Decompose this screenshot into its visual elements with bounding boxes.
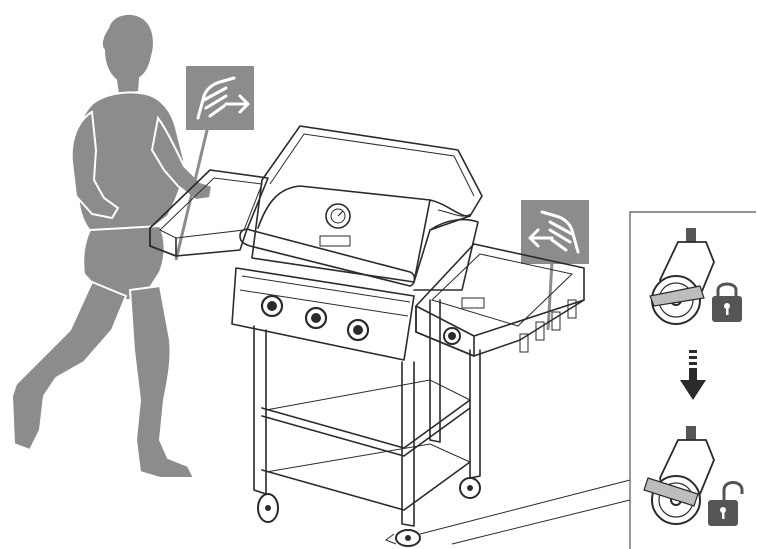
control-panel: [232, 268, 414, 360]
caster-wheel: [386, 530, 420, 546]
caster-wheel: [258, 494, 278, 522]
lock-open-icon: [708, 483, 742, 527]
caster-detail-panel: [630, 212, 756, 549]
side-burner-knob: [444, 328, 460, 344]
nameplate: [320, 236, 350, 246]
caster-wheel: [460, 478, 480, 498]
side-burner-grate: [462, 298, 484, 308]
burner-knob: [348, 320, 368, 340]
person-figure: [12, 14, 212, 478]
gas-grill: [150, 126, 584, 546]
burner-knob: [306, 308, 326, 328]
zoom-callout-lines: [420, 480, 630, 544]
grill-lid: [240, 126, 482, 290]
burner-knob: [262, 296, 282, 316]
